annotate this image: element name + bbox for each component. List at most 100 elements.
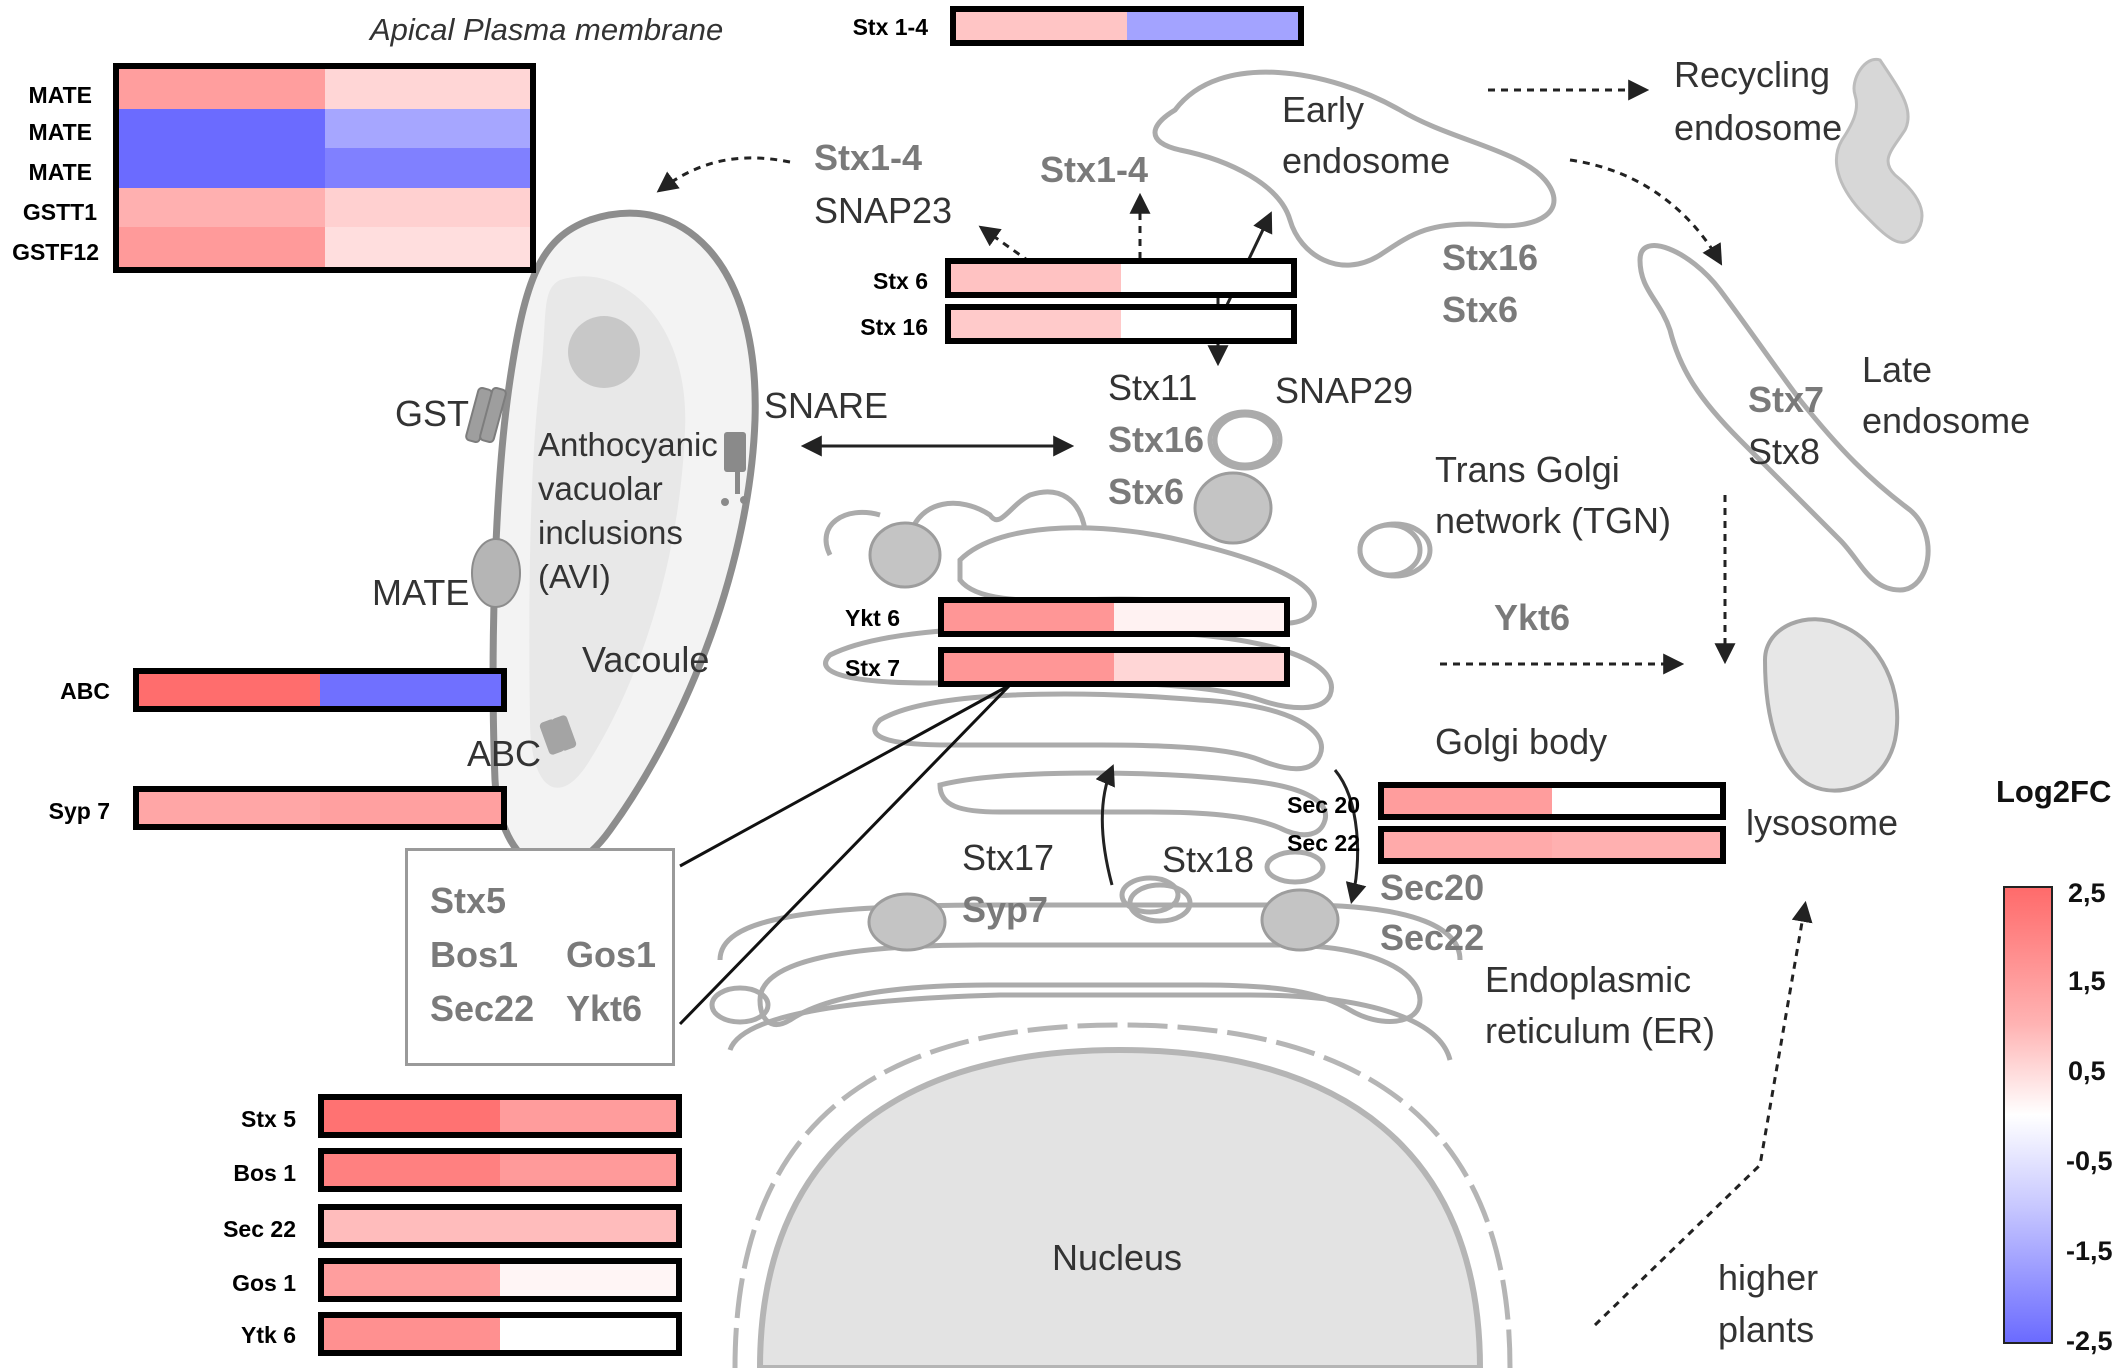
- heatmap-cell: [324, 1154, 500, 1186]
- heatmap-cell: [1384, 832, 1552, 858]
- snap23-label: SNAP23: [814, 190, 953, 231]
- stx16-tgn-label: Stx16: [1108, 419, 1205, 460]
- heatmap-cell: [324, 227, 530, 267]
- legend-tick: 0,5: [2068, 1056, 2106, 1086]
- heatmap-cell: [324, 1210, 500, 1242]
- heatmap-cell: [944, 603, 1114, 631]
- heatmap-syp7: [133, 786, 507, 830]
- legend-tick: -2,5: [2066, 1326, 2113, 1356]
- heatmap-cell: [951, 310, 1121, 338]
- label-sec22: Sec 22: [1287, 830, 1360, 856]
- heatmap-cell: [1552, 832, 1720, 858]
- heatmap-stx7: [938, 647, 1290, 687]
- heatmap-row: [944, 603, 1284, 631]
- higher-plants-label-2: plants: [1718, 1309, 1815, 1350]
- label-syp7: Syp 7: [48, 798, 110, 824]
- er-label-2: reticulum (ER): [1485, 1010, 1716, 1051]
- heatmap-row: [119, 187, 530, 228]
- nuclear-envelope: [732, 1022, 1513, 1368]
- early-endosome-shape: [1152, 69, 1557, 268]
- avi-inclusion: [568, 316, 640, 388]
- recycling-endosome-shape: [1834, 57, 1924, 244]
- heatmap-row: [119, 108, 530, 149]
- heatmap-row: [324, 1318, 676, 1350]
- avi-label-3: inclusions: [538, 514, 683, 551]
- er-vesicles: [867, 888, 1340, 952]
- legend-tick: -0,5: [2066, 1146, 2113, 1176]
- heatmap-cell: [139, 792, 320, 824]
- stx8-label: Stx8: [1748, 431, 1821, 472]
- connector-lines: [678, 683, 1012, 1026]
- stx17-label: Stx17: [962, 837, 1055, 878]
- box-ykt6: Ykt6: [566, 988, 643, 1029]
- heatmap-ytk6: [318, 1312, 682, 1356]
- heatmap-cell: [324, 148, 530, 188]
- vacuole-label: Vacoule: [582, 639, 710, 680]
- heatmap-bos1: [318, 1148, 682, 1192]
- heatmap-row: [324, 1154, 676, 1186]
- stx1-4-mid-label: Stx1-4: [1040, 149, 1149, 190]
- higher-plants-label-1: higher: [1718, 1257, 1819, 1298]
- stx1-4-left-label: Stx1-4: [814, 137, 923, 178]
- late-endosome-shape: [1637, 243, 1931, 593]
- abc-label: ABC: [467, 733, 542, 774]
- recycling-endosome-label-2: endosome: [1674, 107, 1843, 148]
- heatmap-sec22: [1378, 826, 1726, 864]
- apical-membrane-title: Apical Plasma membrane: [370, 12, 724, 47]
- legend-color-scale: [2003, 886, 2053, 1344]
- heatmap-cell: [1121, 310, 1291, 338]
- row-label-mate-2: MATE: [28, 119, 92, 145]
- heatmap-cell: [1114, 603, 1284, 631]
- heatmap-cell: [324, 69, 530, 109]
- row-label-mate-1: MATE: [28, 82, 92, 108]
- heatmap-cell: [1384, 788, 1552, 814]
- heatmap-cell: [324, 1264, 500, 1296]
- avi-label-2: vacuolar: [538, 470, 663, 507]
- heatmap-cell: [500, 1264, 676, 1296]
- ykt6-label: Ykt6: [1494, 597, 1571, 638]
- heatmap-abc: [133, 668, 507, 712]
- tgn-vesicle-2: [1212, 412, 1278, 468]
- heatmap-row: [944, 653, 1284, 681]
- avi-label-1: Anthocyanic: [538, 426, 718, 463]
- lysosome-label: lysosome: [1746, 802, 1899, 843]
- abc-transporter: [539, 715, 577, 755]
- label-stx5: Stx 5: [241, 1106, 296, 1132]
- golgi-label: Golgi body: [1435, 721, 1608, 762]
- row-label-mate-3: MATE: [28, 159, 92, 185]
- row-label-gstf12: GSTF12: [12, 239, 99, 265]
- early-endosome-label-2: endosome: [1282, 140, 1451, 181]
- heatmap-cell: [1127, 12, 1298, 40]
- heatmap-ykt6: [938, 597, 1290, 637]
- snare-label: SNARE: [764, 385, 889, 426]
- heatmap-sec20: [1378, 782, 1726, 820]
- heatmap-row: [951, 310, 1291, 338]
- row-label-gstt1: GSTT1: [22, 199, 97, 225]
- label-sec22b: Sec 22: [223, 1216, 296, 1242]
- heatmap-cell: [139, 674, 320, 706]
- stx16-ee-label: Stx16: [1442, 237, 1539, 278]
- late-endosome-label-1: Late: [1862, 349, 1933, 390]
- box-gos1: Gos1: [566, 934, 657, 975]
- box-stx5: Stx5: [430, 880, 507, 921]
- tgn-vesicle: [1357, 522, 1423, 578]
- legend-tick: -1,5: [2066, 1236, 2113, 1266]
- golgi-snare-complex-box: Stx5 Bos1 Gos1 Sec22 Ykt6: [405, 848, 675, 1066]
- heatmap-row: [1384, 832, 1720, 858]
- stx18-label: Stx18: [1162, 839, 1255, 880]
- heatmap-row: [139, 792, 501, 824]
- label-gos1: Gos 1: [232, 1270, 296, 1296]
- stx7-label: Stx7: [1748, 379, 1825, 420]
- label-stx1-4: Stx 1-4: [852, 14, 928, 40]
- snare-receptor-vacuole: [721, 432, 748, 506]
- label-bos1: Bos 1: [233, 1160, 296, 1186]
- heatmap-row: [324, 1210, 676, 1242]
- heatmap-gos1: [318, 1258, 682, 1302]
- gst-label: GST: [395, 393, 470, 434]
- heatmap-cell: [324, 1318, 500, 1350]
- heatmap-row: [119, 227, 530, 267]
- stx11-label: Stx11: [1108, 367, 1198, 408]
- heatmap-cell: [320, 674, 501, 706]
- heatmap-cell: [956, 12, 1127, 40]
- avi-label-4: (AVI): [538, 558, 611, 595]
